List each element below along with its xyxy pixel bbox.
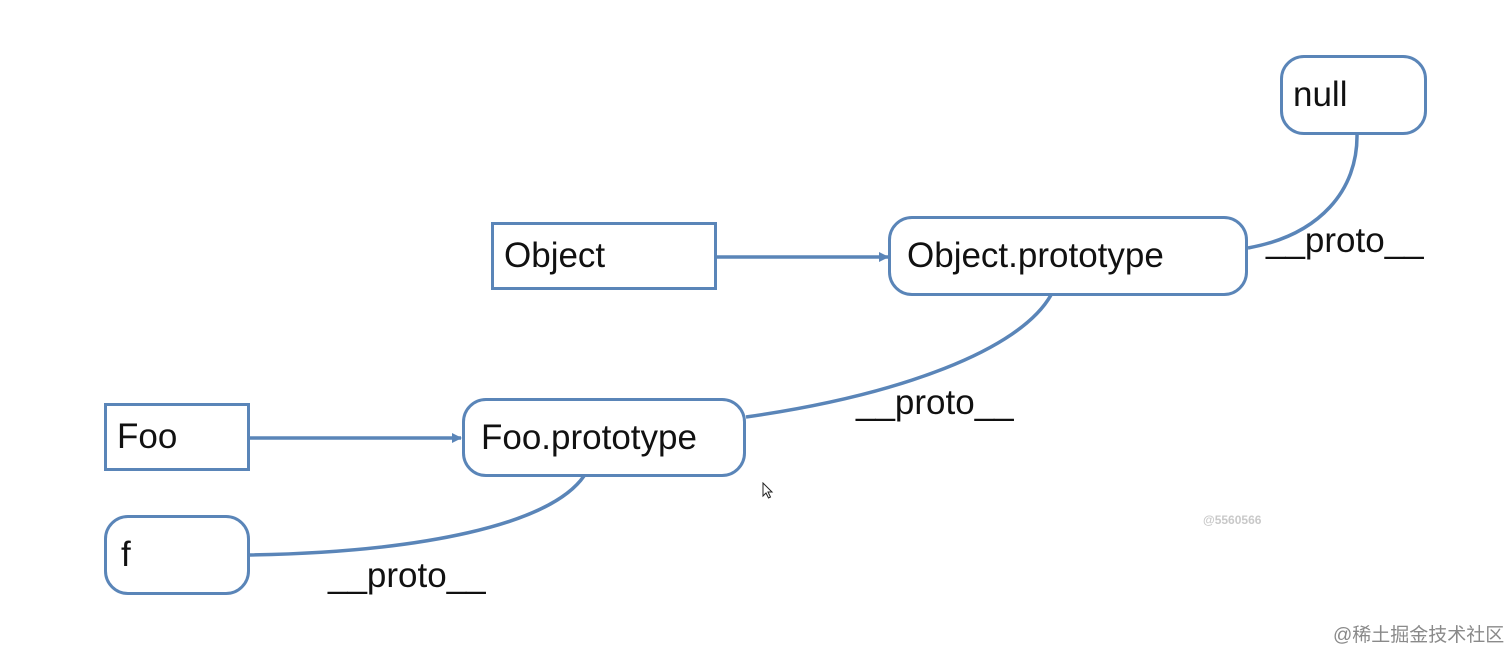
proto-link-object-prototype-to-null	[1247, 133, 1359, 250]
edge-label-f-to-foo-prototype: __proto__	[328, 556, 486, 595]
watermark-site: @稀土掘金技术社区	[1333, 625, 1505, 646]
edge-label-object-prototype-to-null: __proto__	[1266, 221, 1424, 260]
node-foo-prototype-label: Foo.prototype	[481, 417, 697, 457]
proto-link-f-to-foo-prototype	[249, 475, 586, 557]
proto-link-foo-prototype-to-object-prototype	[745, 294, 1053, 419]
arrow-cursor-icon	[762, 482, 774, 499]
node-f: f	[104, 515, 250, 595]
node-object-label: Object	[504, 236, 606, 275]
watermark-id: @5560566	[1203, 513, 1262, 527]
node-object-prototype-label: Object.prototype	[907, 236, 1164, 275]
node-foo-prototype: Foo.prototype	[462, 398, 746, 477]
node-foo: Foo	[104, 403, 250, 471]
node-foo-label: Foo	[117, 417, 178, 456]
node-object: Object	[491, 222, 717, 290]
node-f-label: f	[121, 535, 131, 574]
node-null: null	[1280, 55, 1427, 135]
edge-label-foo-prototype-to-object-prototype: __proto__	[856, 383, 1014, 422]
node-null-label: null	[1293, 75, 1348, 114]
node-object-prototype: Object.prototype	[888, 216, 1248, 296]
